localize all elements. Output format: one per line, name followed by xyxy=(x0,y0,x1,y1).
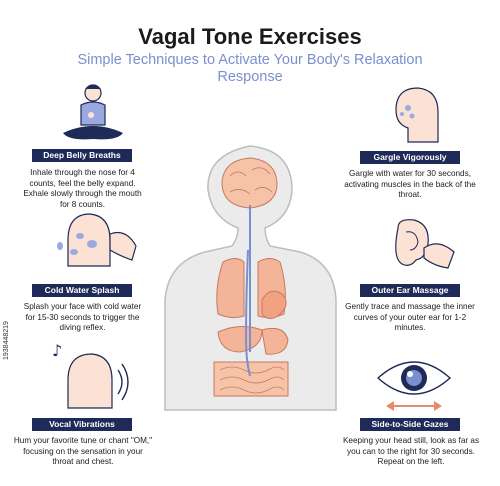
side-to-side-gazes-label: Side-to-Side Gazes xyxy=(360,418,460,431)
outer-ear-massage-label: Outer Ear Massage xyxy=(360,284,460,297)
brain xyxy=(221,157,278,209)
face-splash-icon xyxy=(57,213,137,267)
svg-text:♪: ♪ xyxy=(52,341,62,360)
vocal-vibrations-label: Vocal Vibrations xyxy=(32,418,132,431)
humming-head-icon: ♪ xyxy=(52,341,129,409)
meditating-person-icon xyxy=(63,84,123,140)
deep-belly-breaths-text: Inhale through the nose for 4 counts, fe… xyxy=(23,168,142,209)
gargling-head-icon xyxy=(395,87,439,143)
cold-water-splash-label: Cold Water Splash xyxy=(32,284,132,297)
ear-massage-icon xyxy=(395,219,455,269)
body-silhouette xyxy=(164,145,337,411)
outer-ear-massage-text: Gently trace and massage the inner curve… xyxy=(345,302,475,333)
stomach xyxy=(261,327,289,355)
intestines xyxy=(213,361,289,397)
right-lung xyxy=(257,258,286,319)
side-to-side-gazes-text: Keeping your head still, look as far as … xyxy=(342,436,480,467)
stock-id: 1938448219 xyxy=(3,321,10,360)
cold-water-splash-text: Splash your face with cold water for 15-… xyxy=(23,302,142,333)
heart xyxy=(261,290,287,320)
gargle-vigorously-text: Gargle with water for 30 seconds, activa… xyxy=(344,169,476,200)
liver xyxy=(217,326,263,353)
page-subtitle: Simple Techniques to Activate Your Body'… xyxy=(77,52,423,85)
gargle-vigorously-label: Gargle Vigorously xyxy=(360,151,460,164)
deep-belly-breaths-label: Deep Belly Breaths xyxy=(32,149,132,162)
vagus-nerve xyxy=(244,205,251,377)
double-arrow-icon xyxy=(386,401,442,411)
page-title: Vagal Tone Exercises xyxy=(138,24,362,49)
eye-icon xyxy=(376,361,452,395)
vocal-vibrations-text: Hum your favorite tune or chant "OM," fo… xyxy=(13,436,153,467)
left-lung xyxy=(216,258,245,319)
